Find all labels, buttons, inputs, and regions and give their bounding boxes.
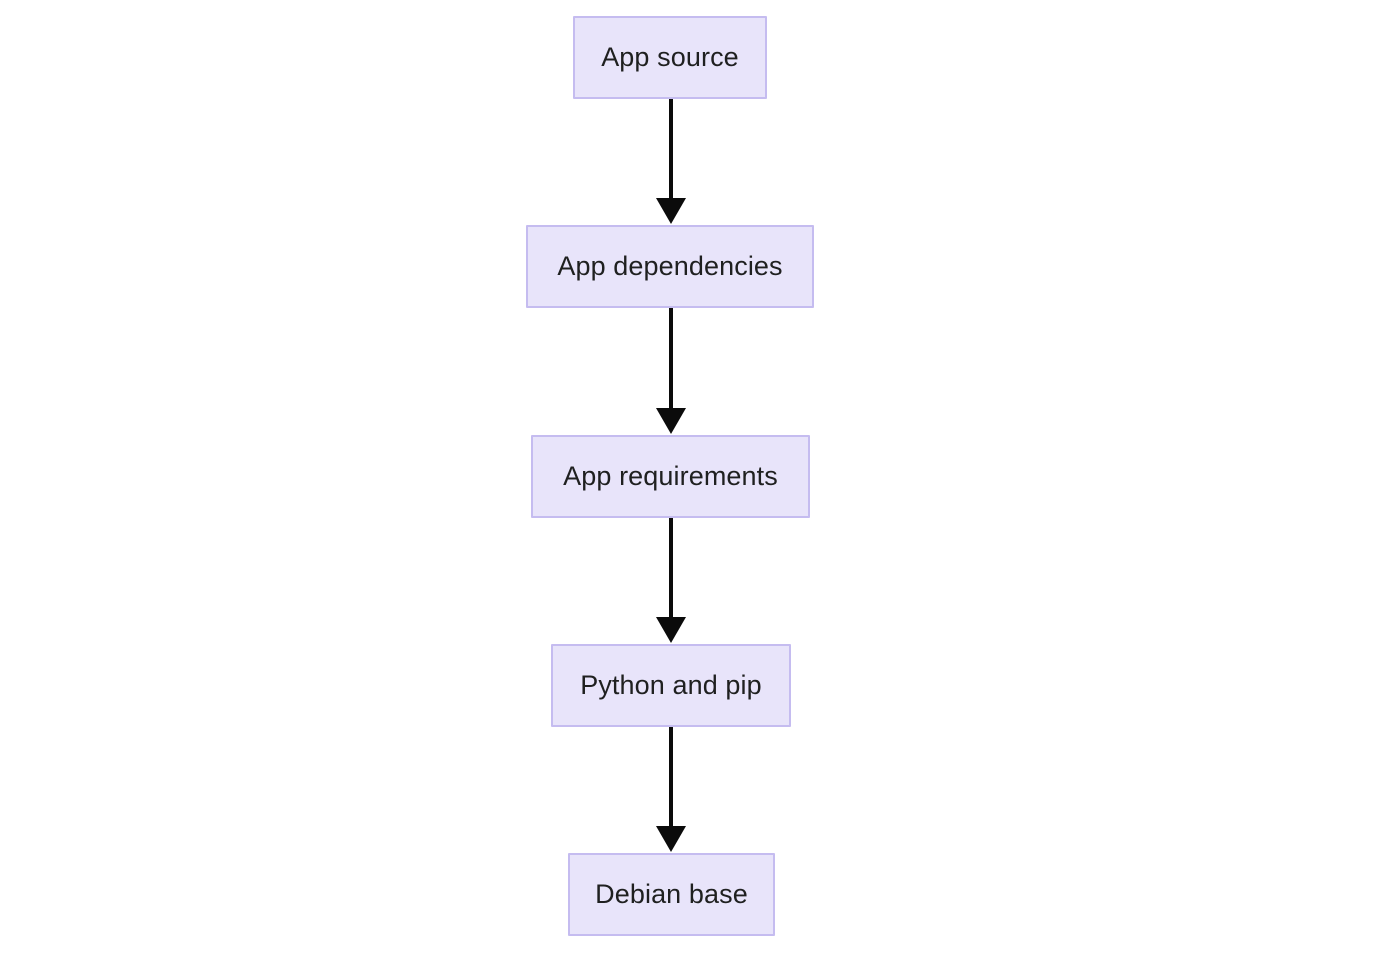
node-app-dependencies[interactable]: App dependencies bbox=[526, 225, 814, 308]
arrowhead-icon-3 bbox=[656, 617, 686, 643]
node-label-app-requirements: App requirements bbox=[563, 460, 778, 491]
node-debian-base[interactable]: Debian base bbox=[568, 853, 775, 936]
node-app-source[interactable]: App source bbox=[573, 16, 767, 99]
node-label-app-source: App source bbox=[601, 41, 739, 72]
node-label-app-dependencies: App dependencies bbox=[557, 250, 783, 281]
edge-group-3 bbox=[656, 518, 686, 643]
arrowhead-icon-2 bbox=[656, 408, 686, 434]
edge-group-1 bbox=[656, 99, 686, 224]
arrowhead-icon-4 bbox=[656, 826, 686, 852]
arrowhead-icon-1 bbox=[656, 198, 686, 224]
node-label-python-and-pip: Python and pip bbox=[580, 669, 762, 700]
node-app-requirements[interactable]: App requirements bbox=[531, 435, 810, 518]
edge-group-4 bbox=[656, 727, 686, 852]
edge-group-2 bbox=[656, 308, 686, 434]
node-label-debian-base: Debian base bbox=[595, 878, 748, 909]
node-python-and-pip[interactable]: Python and pip bbox=[551, 644, 791, 727]
